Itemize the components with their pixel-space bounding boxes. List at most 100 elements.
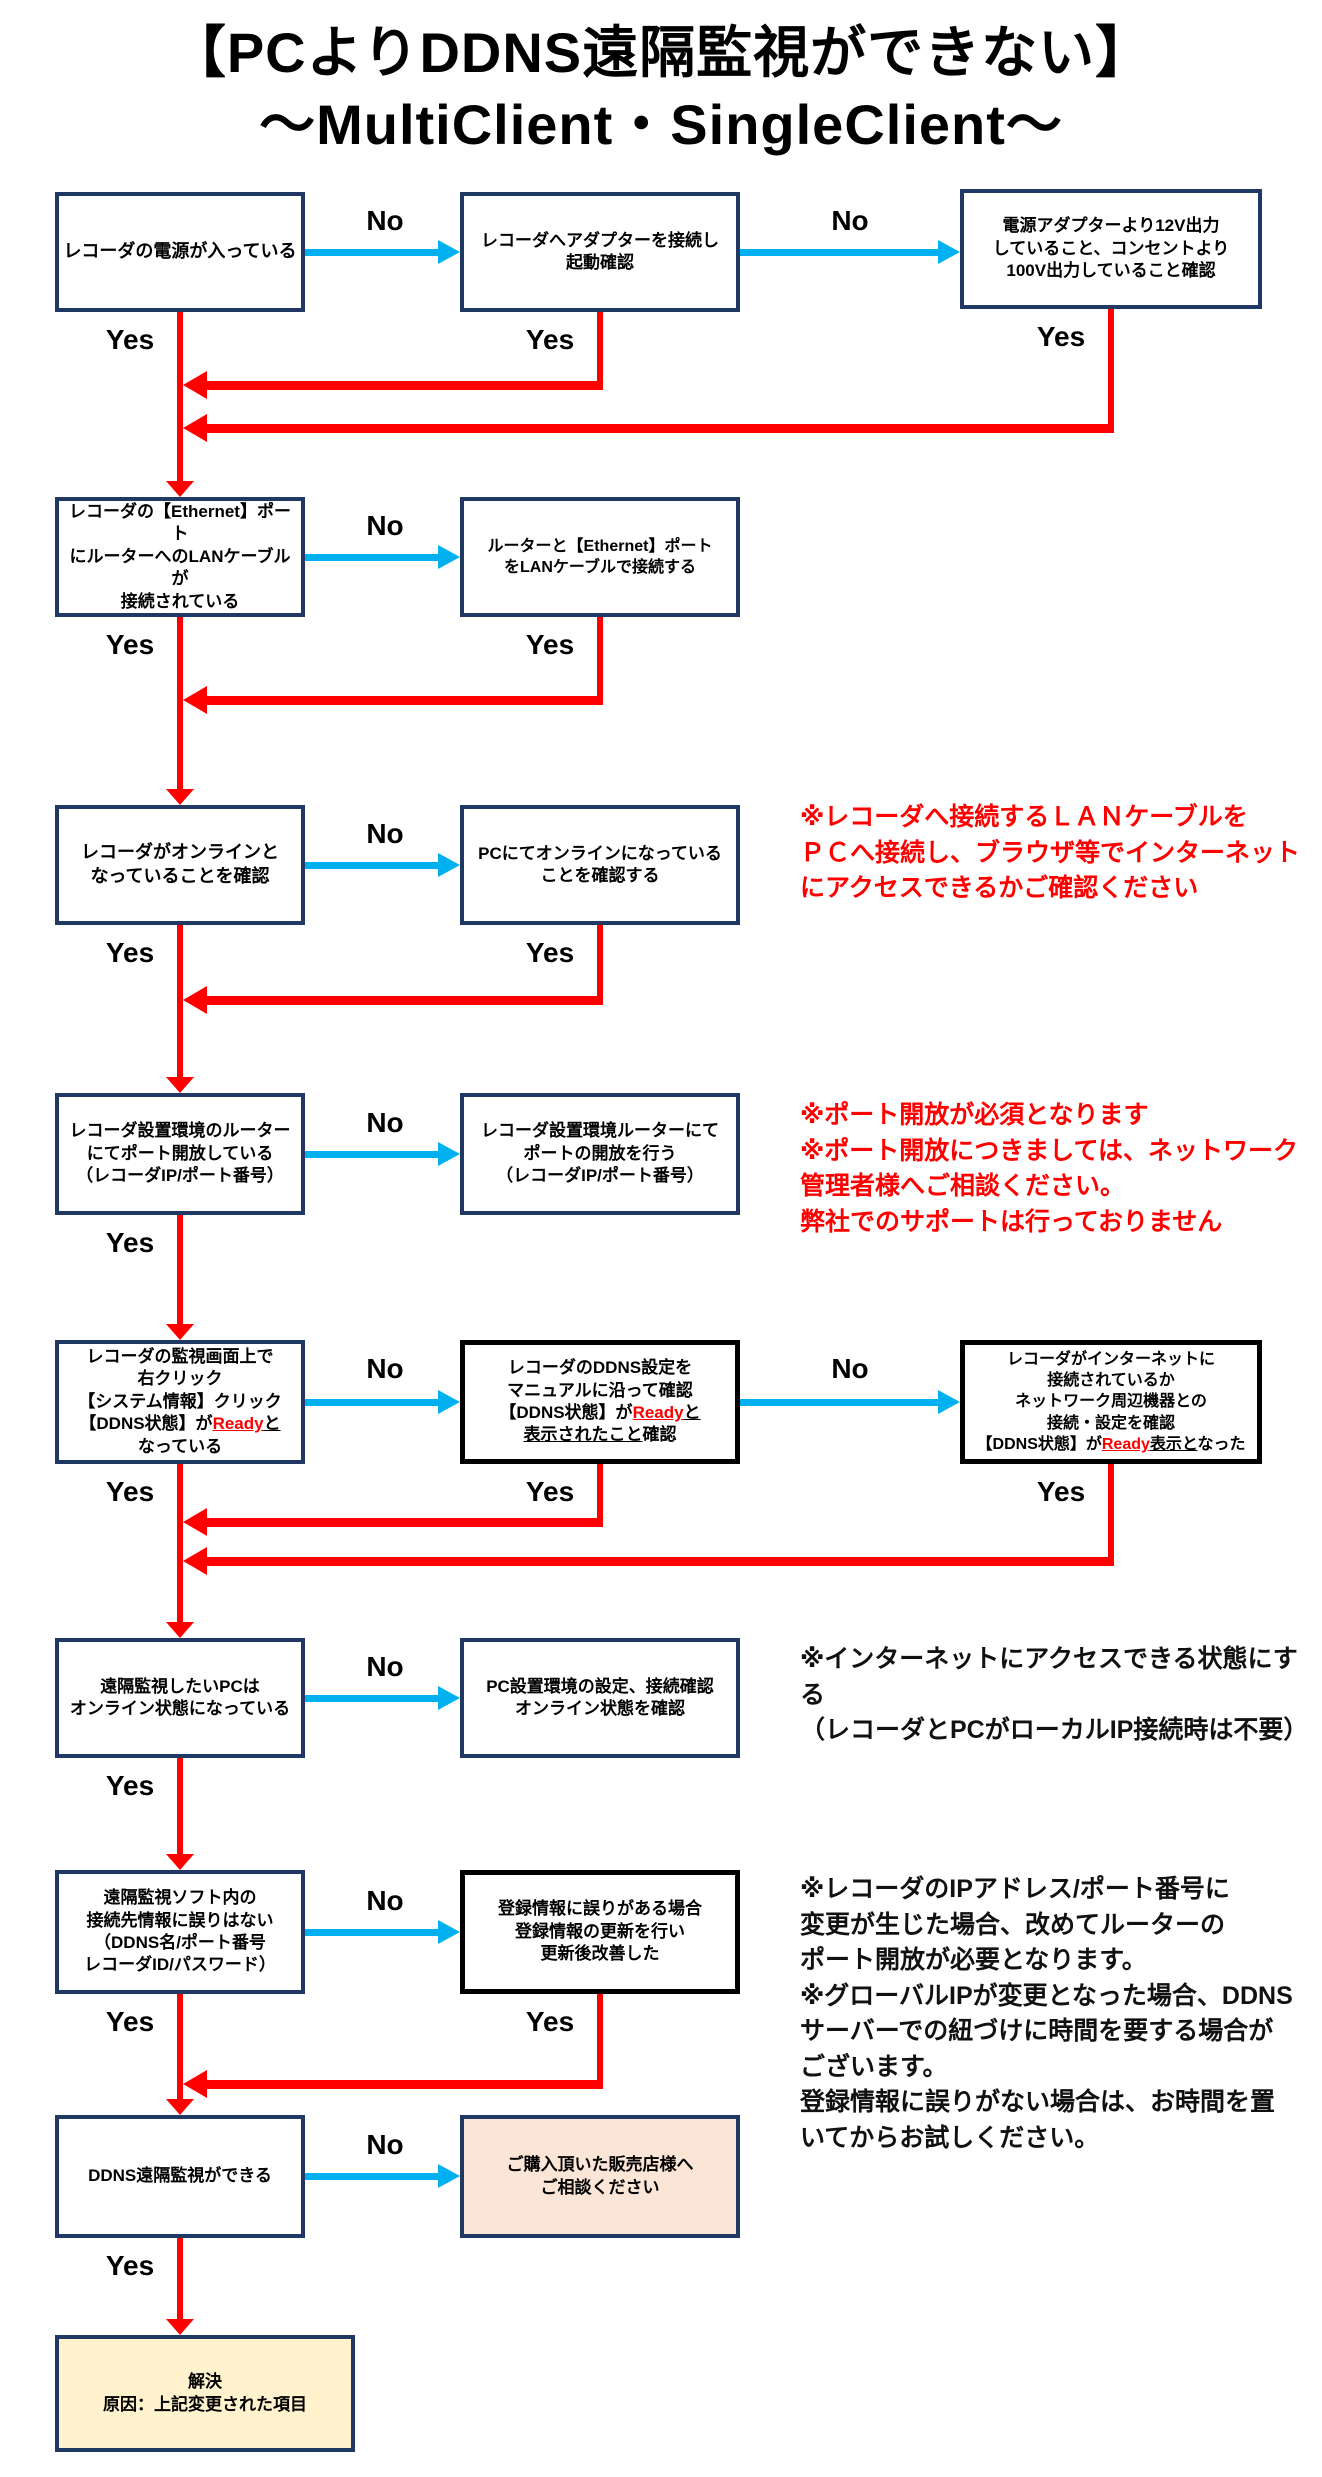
yes-line	[597, 312, 603, 390]
box-recorder-power: レコーダの電源が入っている	[55, 192, 305, 312]
label-no: No	[831, 205, 869, 236]
label-no: No	[366, 1651, 404, 1682]
yes-line	[177, 1758, 183, 1854]
merge-line-arrowhead	[183, 686, 207, 714]
no-arrow-shaft	[305, 1929, 438, 1936]
no-arrow-shaft	[305, 249, 438, 256]
box-power-adapter-12v: 電源アダプターより12V出力 していること、コンセントより 100V出力している…	[960, 189, 1262, 309]
label-yes: Yes	[525, 2006, 575, 2037]
no-arrow-head	[438, 240, 460, 264]
box-contact-dealer-text: ご購入頂いた販売店様へ ご相談ください	[506, 2155, 694, 2197]
label-no: No	[366, 1885, 404, 1916]
box-power-adapter-12v-text: 電源アダプターより12V出力 していること、コンセントより 100V出力している…	[992, 216, 1230, 281]
box-connect-adapter-text: レコーダへアダプターを接続し 起動確認	[481, 230, 719, 272]
yes-line-arrowhead	[166, 789, 194, 805]
merge-line-arrowhead	[183, 1508, 207, 1536]
note-internet-access: ※インターネットにアクセスできる状態にする （レコーダとPCがローカルIP接続時…	[800, 1645, 1309, 1744]
yes-line	[177, 617, 183, 789]
no-arrow-shaft	[305, 1151, 438, 1158]
yes-line	[597, 1464, 603, 1527]
label-yes: Yes	[105, 1227, 155, 1258]
box-ddns-manual-check-text: レコーダのDDNS設定を マニュアルに沿って確認 【DDNS状態】がReadyと…	[499, 1358, 701, 1445]
yes-line-arrowhead	[166, 481, 194, 497]
no-arrow-head	[438, 1920, 460, 1944]
merge-line	[207, 381, 603, 390]
box-ddns-remote-ok-text: DDNS遠隔監視ができる	[88, 2166, 272, 2186]
box-connect-lan: ルーターと【Ethernet】ポート をLANケーブルで接続する	[460, 497, 740, 617]
yes-line-arrowhead	[166, 1622, 194, 1638]
box-router-port-open-text: レコーダ設置環境のルーター にてポート開放している （レコーダIP/ポート番号）	[69, 1121, 291, 1186]
merge-line-arrowhead	[183, 2070, 207, 2098]
box-recorder-online-text: レコーダがオンラインと なっていることを確認	[81, 842, 279, 886]
label-yes: Yes	[1036, 1476, 1086, 1507]
no-arrow-head	[938, 1390, 960, 1414]
merge-line	[207, 1518, 603, 1527]
label-no: No	[366, 1353, 404, 1384]
box-ethernet-connected: レコーダの【Ethernet】ポート にルーターへのLANケーブルが 接続されて…	[55, 497, 305, 617]
label-yes: Yes	[105, 1476, 155, 1507]
label-yes: Yes	[105, 629, 155, 660]
box-pc-online-check: PCにてオンラインになっている ことを確認する	[460, 805, 740, 925]
label-yes: Yes	[105, 2006, 155, 2037]
yes-line-arrowhead	[166, 1854, 194, 1870]
merge-line	[207, 1557, 1114, 1566]
label-no: No	[366, 1107, 404, 1138]
merge-line	[207, 424, 1114, 433]
box-solved-text: 解決 原因：上記変更された項目	[103, 2372, 307, 2414]
no-arrow-head	[438, 1686, 460, 1710]
box-update-registration-text: 登録情報に誤りがある場合 登録情報の更新を行い 更新後改善した	[498, 1899, 702, 1964]
label-yes: Yes	[525, 1476, 575, 1507]
yes-line-arrowhead	[166, 1324, 194, 1340]
merge-line-arrowhead	[183, 414, 207, 442]
no-arrow-shaft	[305, 862, 438, 869]
yes-line	[177, 1994, 183, 2099]
yes-line	[177, 1215, 183, 1324]
yes-line	[597, 1994, 603, 2089]
box-ddns-ready: レコーダの監視画面上で 右クリック 【システム情報】クリック 【DDNS状態】が…	[55, 1340, 305, 1464]
note-lan-cable: ※レコーダへ接続するＬＡＮケーブルを ＰＣへ接続し、ブラウザ等でインターネット …	[800, 803, 1301, 902]
box-open-port-text: レコーダ設置環境ルーターにて ポートの開放を行う （レコーダIP/ポート番号）	[481, 1121, 719, 1186]
no-arrow-head	[938, 240, 960, 264]
box-recorder-online: レコーダがオンラインと なっていることを確認	[55, 805, 305, 925]
box-pc-env-check: PC設置環境の設定、接続確認 オンライン状態を確認	[460, 1638, 740, 1758]
merge-line	[207, 996, 603, 1005]
label-yes: Yes	[525, 937, 575, 968]
no-arrow-head	[438, 853, 460, 877]
box-pc-env-check-text: PC設置環境の設定、接続確認 オンライン状態を確認	[486, 1676, 714, 1718]
label-no: No	[366, 205, 404, 236]
box-connect-adapter: レコーダへアダプターを接続し 起動確認	[460, 192, 740, 312]
label-yes: Yes	[105, 2250, 155, 2281]
page-title-line2: ～MultiClient・SingleClient～	[259, 93, 1063, 156]
label-yes: Yes	[525, 629, 575, 660]
box-remote-info-correct: 遠隔監視ソフト内の 接続先情報に誤りはない （DDNS名/ポート番号 レコーダI…	[55, 1870, 305, 1994]
no-arrow-shaft	[305, 2173, 438, 2180]
label-no: No	[831, 1353, 869, 1384]
box-pc-online-check-text: PCにてオンラインになっている ことを確認する	[478, 843, 722, 885]
yes-line-arrowhead	[166, 1077, 194, 1093]
no-arrow-head	[438, 1390, 460, 1414]
yes-line	[177, 2238, 183, 2319]
no-arrow-shaft	[305, 1695, 438, 1702]
box-pc-online-text: 遠隔監視したいPCは オンライン状態になっている	[69, 1676, 291, 1718]
box-pc-online: 遠隔監視したいPCは オンライン状態になっている	[55, 1638, 305, 1758]
box-contact-dealer: ご購入頂いた販売店様へ ご相談ください	[460, 2115, 740, 2238]
box-ddns-ready-text: レコーダの監視画面上で 右クリック 【システム情報】クリック 【DDNS状態】が…	[78, 1346, 282, 1456]
yes-line	[177, 312, 183, 481]
box-recorder-power-text: レコーダの電源が入っている	[63, 241, 297, 262]
box-solved: 解決 原因：上記変更された項目	[55, 2335, 355, 2452]
no-arrow-shaft	[305, 1399, 438, 1406]
box-connect-lan-text: ルーターと【Ethernet】ポート をLANケーブルで接続する	[487, 537, 713, 576]
no-arrow-shaft	[740, 1399, 938, 1406]
box-router-port-open: レコーダ設置環境のルーター にてポート開放している （レコーダIP/ポート番号）	[55, 1093, 305, 1215]
yes-line	[1108, 309, 1114, 433]
no-arrow-head	[438, 1142, 460, 1166]
box-remote-info-correct-text: 遠隔監視ソフト内の 接続先情報に誤りはない （DDNS名/ポート番号 レコーダI…	[84, 1888, 276, 1975]
yes-line-arrowhead	[166, 2319, 194, 2335]
note-ip-change: ※レコーダのIPアドレス/ポート番号に 変更が生じた場合、改めてルーターの ポー…	[800, 1875, 1293, 2152]
label-yes: Yes	[105, 1770, 155, 1801]
box-ethernet-connected-text: レコーダの【Ethernet】ポート にルーターへのLANケーブルが 接続されて…	[69, 501, 291, 611]
merge-line-arrowhead	[183, 1547, 207, 1575]
yes-line	[177, 925, 183, 1077]
label-yes: Yes	[1036, 321, 1086, 352]
